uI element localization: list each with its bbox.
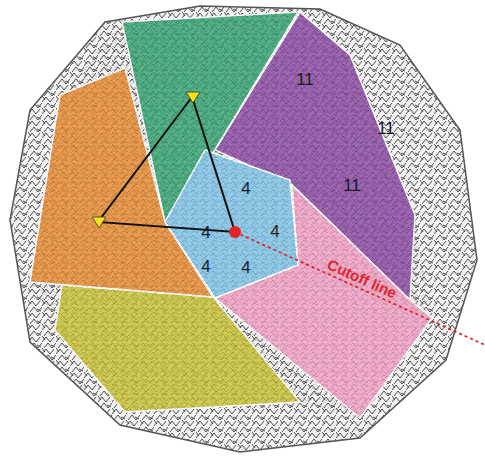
triangle-outline <box>98 97 235 232</box>
callout-number: 11 <box>377 120 395 137</box>
fivefold-marker <box>229 226 241 238</box>
capsid-surface <box>10 6 477 452</box>
threefold-marker <box>186 92 200 103</box>
threefold-marker <box>92 217 106 228</box>
callout-number: 11 <box>343 177 361 194</box>
callout-number: 4 <box>201 224 210 241</box>
callout-number: 4 <box>241 259 250 276</box>
callout-number: 4 <box>201 258 210 275</box>
segment-texture <box>30 12 432 418</box>
cutoff-line <box>235 232 485 345</box>
callout-number: 4 <box>241 180 250 197</box>
capsid-segments <box>30 12 432 418</box>
callout-number: 4 <box>270 223 279 240</box>
callout-number: 11 <box>296 71 314 88</box>
